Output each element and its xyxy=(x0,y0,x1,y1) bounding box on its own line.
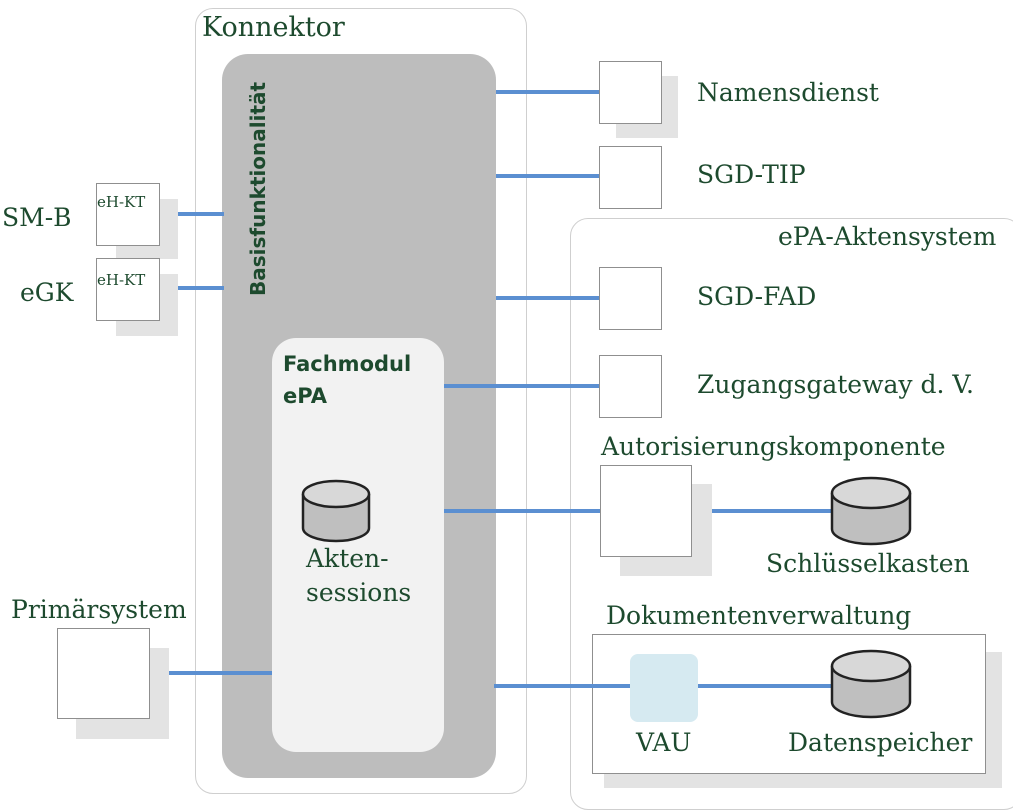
aktensessions-label-line2: sessions xyxy=(306,578,412,607)
primaersystem-label: Primärsystem xyxy=(11,595,187,624)
ehkt2-label: eH-KT xyxy=(97,271,146,289)
autorisierung-label: Autorisierungskomponente xyxy=(601,432,946,461)
egk-label: eGK xyxy=(20,278,74,307)
sgd-tip-box xyxy=(599,146,662,209)
konnektor-title: Konnektor xyxy=(202,12,345,43)
epa-aktensystem-title: ePA-Aktensystem xyxy=(778,222,997,251)
fachmodul-label: Fachmodul xyxy=(283,352,412,376)
autorisierung-box xyxy=(600,465,692,557)
schluesselkasten-database-icon xyxy=(830,476,912,546)
zugangsgateway-box xyxy=(599,355,662,418)
sgd-fad-label: SGD-FAD xyxy=(697,282,817,311)
sgd-fad-box xyxy=(599,267,662,330)
ehkt1-label: eH-KT xyxy=(97,193,146,211)
ehkt1-box xyxy=(96,183,160,246)
datenspeicher-database-icon xyxy=(830,649,912,719)
vau-label: VAU xyxy=(636,728,692,757)
fachmodul-epa-block xyxy=(272,338,444,752)
zugangsgateway-label: Zugangsgateway d. V. xyxy=(697,370,974,399)
smb-label: SM-B xyxy=(2,203,72,232)
vau-box xyxy=(630,654,698,722)
dokumentenverwaltung-label: Dokumentenverwaltung xyxy=(606,601,912,630)
fachmodul-epa-label: ePA xyxy=(283,384,327,408)
namensdienst-box xyxy=(599,61,662,124)
schluesselkasten-label: Schlüsselkasten xyxy=(766,549,970,578)
aktensessions-database-icon xyxy=(301,479,371,543)
namensdienst-label: Namensdienst xyxy=(697,78,879,107)
datenspeicher-label: Datenspeicher xyxy=(788,728,973,757)
aktensessions-label-line1: Akten- xyxy=(306,544,389,573)
sgd-tip-label: SGD-TIP xyxy=(697,160,806,189)
primaersystem-box xyxy=(57,628,150,719)
ehkt2-box xyxy=(96,258,160,321)
